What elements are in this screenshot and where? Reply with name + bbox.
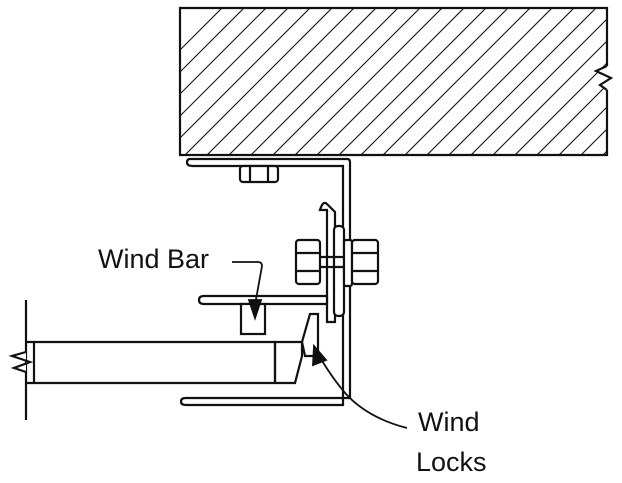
break-line xyxy=(593,64,614,91)
wind-locks-arrowhead xyxy=(312,343,328,367)
wind-locks-label-line1: Wind xyxy=(418,407,480,437)
wind-locks-leader xyxy=(317,353,408,429)
bolt-nut-left xyxy=(294,238,322,286)
lower-angle xyxy=(179,396,345,407)
panel-break-line xyxy=(8,350,34,374)
bolt-nut-right xyxy=(350,238,380,286)
top-bolt-nut xyxy=(238,164,280,184)
hanger-clip xyxy=(294,201,380,324)
wind-bar-leader xyxy=(232,261,263,306)
door-panel xyxy=(8,300,304,420)
wind-bar-arrowhead xyxy=(247,299,263,321)
wind-bar-label: Wind Bar xyxy=(98,244,210,274)
overhead-slab xyxy=(178,6,614,157)
bolt-washer xyxy=(342,238,354,288)
upper-angle xyxy=(197,294,329,306)
ceiling-bracket xyxy=(185,157,352,400)
leader-lines xyxy=(232,261,408,429)
wind-locks-label-line2: Locks xyxy=(416,447,487,477)
